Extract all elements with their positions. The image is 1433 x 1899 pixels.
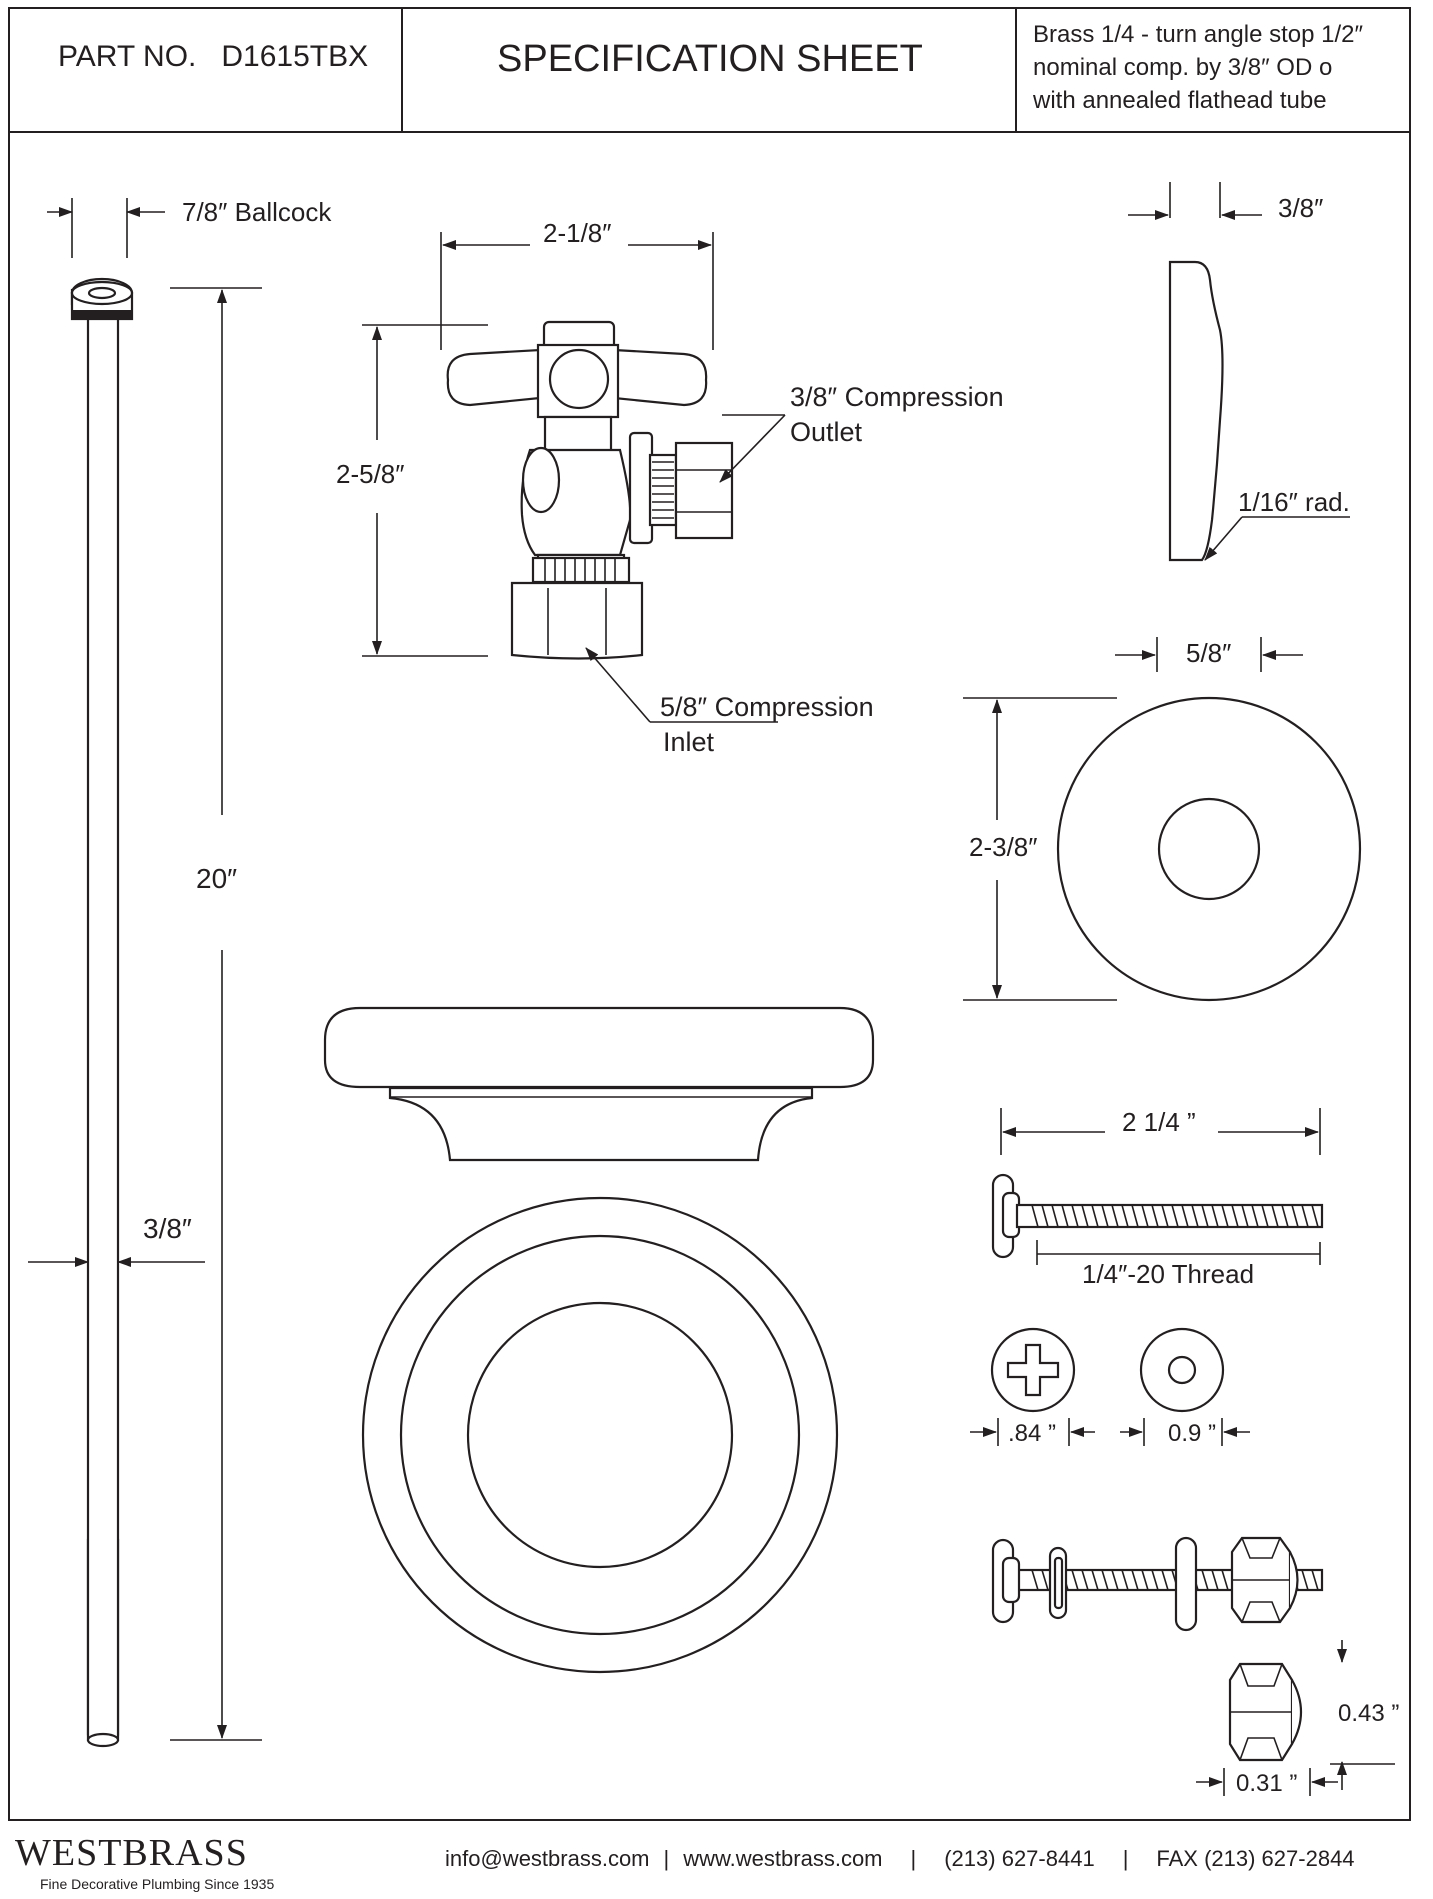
bolt-length-label: 2 1/4 ”	[1122, 1107, 1196, 1137]
separator: |	[663, 1846, 670, 1871]
separator: |	[910, 1846, 917, 1871]
email-link[interactable]: info@westbrass.com	[445, 1846, 650, 1871]
flat-washer	[1120, 1327, 1250, 1446]
separator: |	[1122, 1846, 1129, 1871]
sleeve-profile	[1128, 182, 1350, 562]
outlet-label-2: Outlet	[790, 417, 863, 447]
outlet-label-1: 3/8″ Compression	[790, 382, 1004, 412]
brand-logo: WESTBRASS	[15, 1832, 248, 1874]
website-link[interactable]: www.westbrass.com	[683, 1846, 883, 1871]
valve-height-dimension	[362, 324, 488, 657]
valve-height-label: 2-5/8″	[336, 459, 404, 489]
sheet-title: SPECIFICATION SHEET	[497, 38, 923, 80]
phone-number: (213) 627-8441	[944, 1846, 1095, 1871]
washer-dia-label: 0.9 ”	[1168, 1420, 1216, 1447]
footer: WESTBRASS Fine Decorative Plumbing Since…	[0, 1826, 1433, 1899]
tube-length-dimension	[170, 287, 262, 1741]
supply-tube	[47, 198, 165, 1748]
nut-height-label: 0.43 ”	[1338, 1700, 1399, 1727]
tube-length-label: 20″	[196, 863, 237, 894]
screw-cap	[970, 1327, 1095, 1446]
bolt-assembly	[991, 1536, 1324, 1632]
sleeve-radius-label: 1/16″ rad.	[1238, 487, 1350, 517]
valve-width-dimension	[440, 232, 714, 350]
acorn-nut	[1196, 1640, 1395, 1796]
contact-info: info@westbrass.com | www.westbrass.com | (21…	[445, 1846, 1355, 1872]
ballcock-label: 7/8″ Ballcock	[182, 197, 332, 227]
valve-width-label: 2-1/8″	[543, 218, 611, 248]
thread-label: 1/4″-20 Thread	[1082, 1259, 1254, 1289]
tube-od-label: 3/8″	[143, 1213, 192, 1244]
brand-tagline: Fine Decorative Plumbing Since 1935	[40, 1876, 275, 1892]
inlet-label-1: 5/8″ Compression	[660, 692, 874, 722]
flange-dia-label: 2-3/8″	[969, 832, 1037, 862]
sleeve-width-label: 3/8″	[1278, 193, 1323, 223]
flange-hole-label: 5/8″	[1186, 638, 1231, 668]
flange-washer	[963, 637, 1362, 1002]
description-line-3: with annealed flathead tube	[1032, 87, 1327, 114]
nut-width-label: 0.31 ”	[1236, 1770, 1297, 1797]
part-number: PART NO. D1615TBX	[58, 40, 368, 73]
fax-number: FAX (213) 627-2844	[1156, 1846, 1355, 1871]
inlet-label-2: Inlet	[663, 727, 715, 757]
inlet-leader	[585, 647, 778, 723]
escutcheon-top-view	[361, 1196, 839, 1674]
description-line-1: Brass 1/4 - turn angle stop 1/2″	[1033, 21, 1364, 48]
escutcheon-profile	[323, 1006, 875, 1162]
sheet-border	[8, 7, 1411, 1821]
cap-dia-label: .84 ”	[1008, 1420, 1056, 1447]
angle-stop-valve	[446, 320, 734, 660]
outlet-leader	[719, 414, 786, 483]
mounting-bolt	[991, 1108, 1324, 1265]
description-line-2: nominal comp. by 3/8″ OD o	[1033, 54, 1332, 81]
